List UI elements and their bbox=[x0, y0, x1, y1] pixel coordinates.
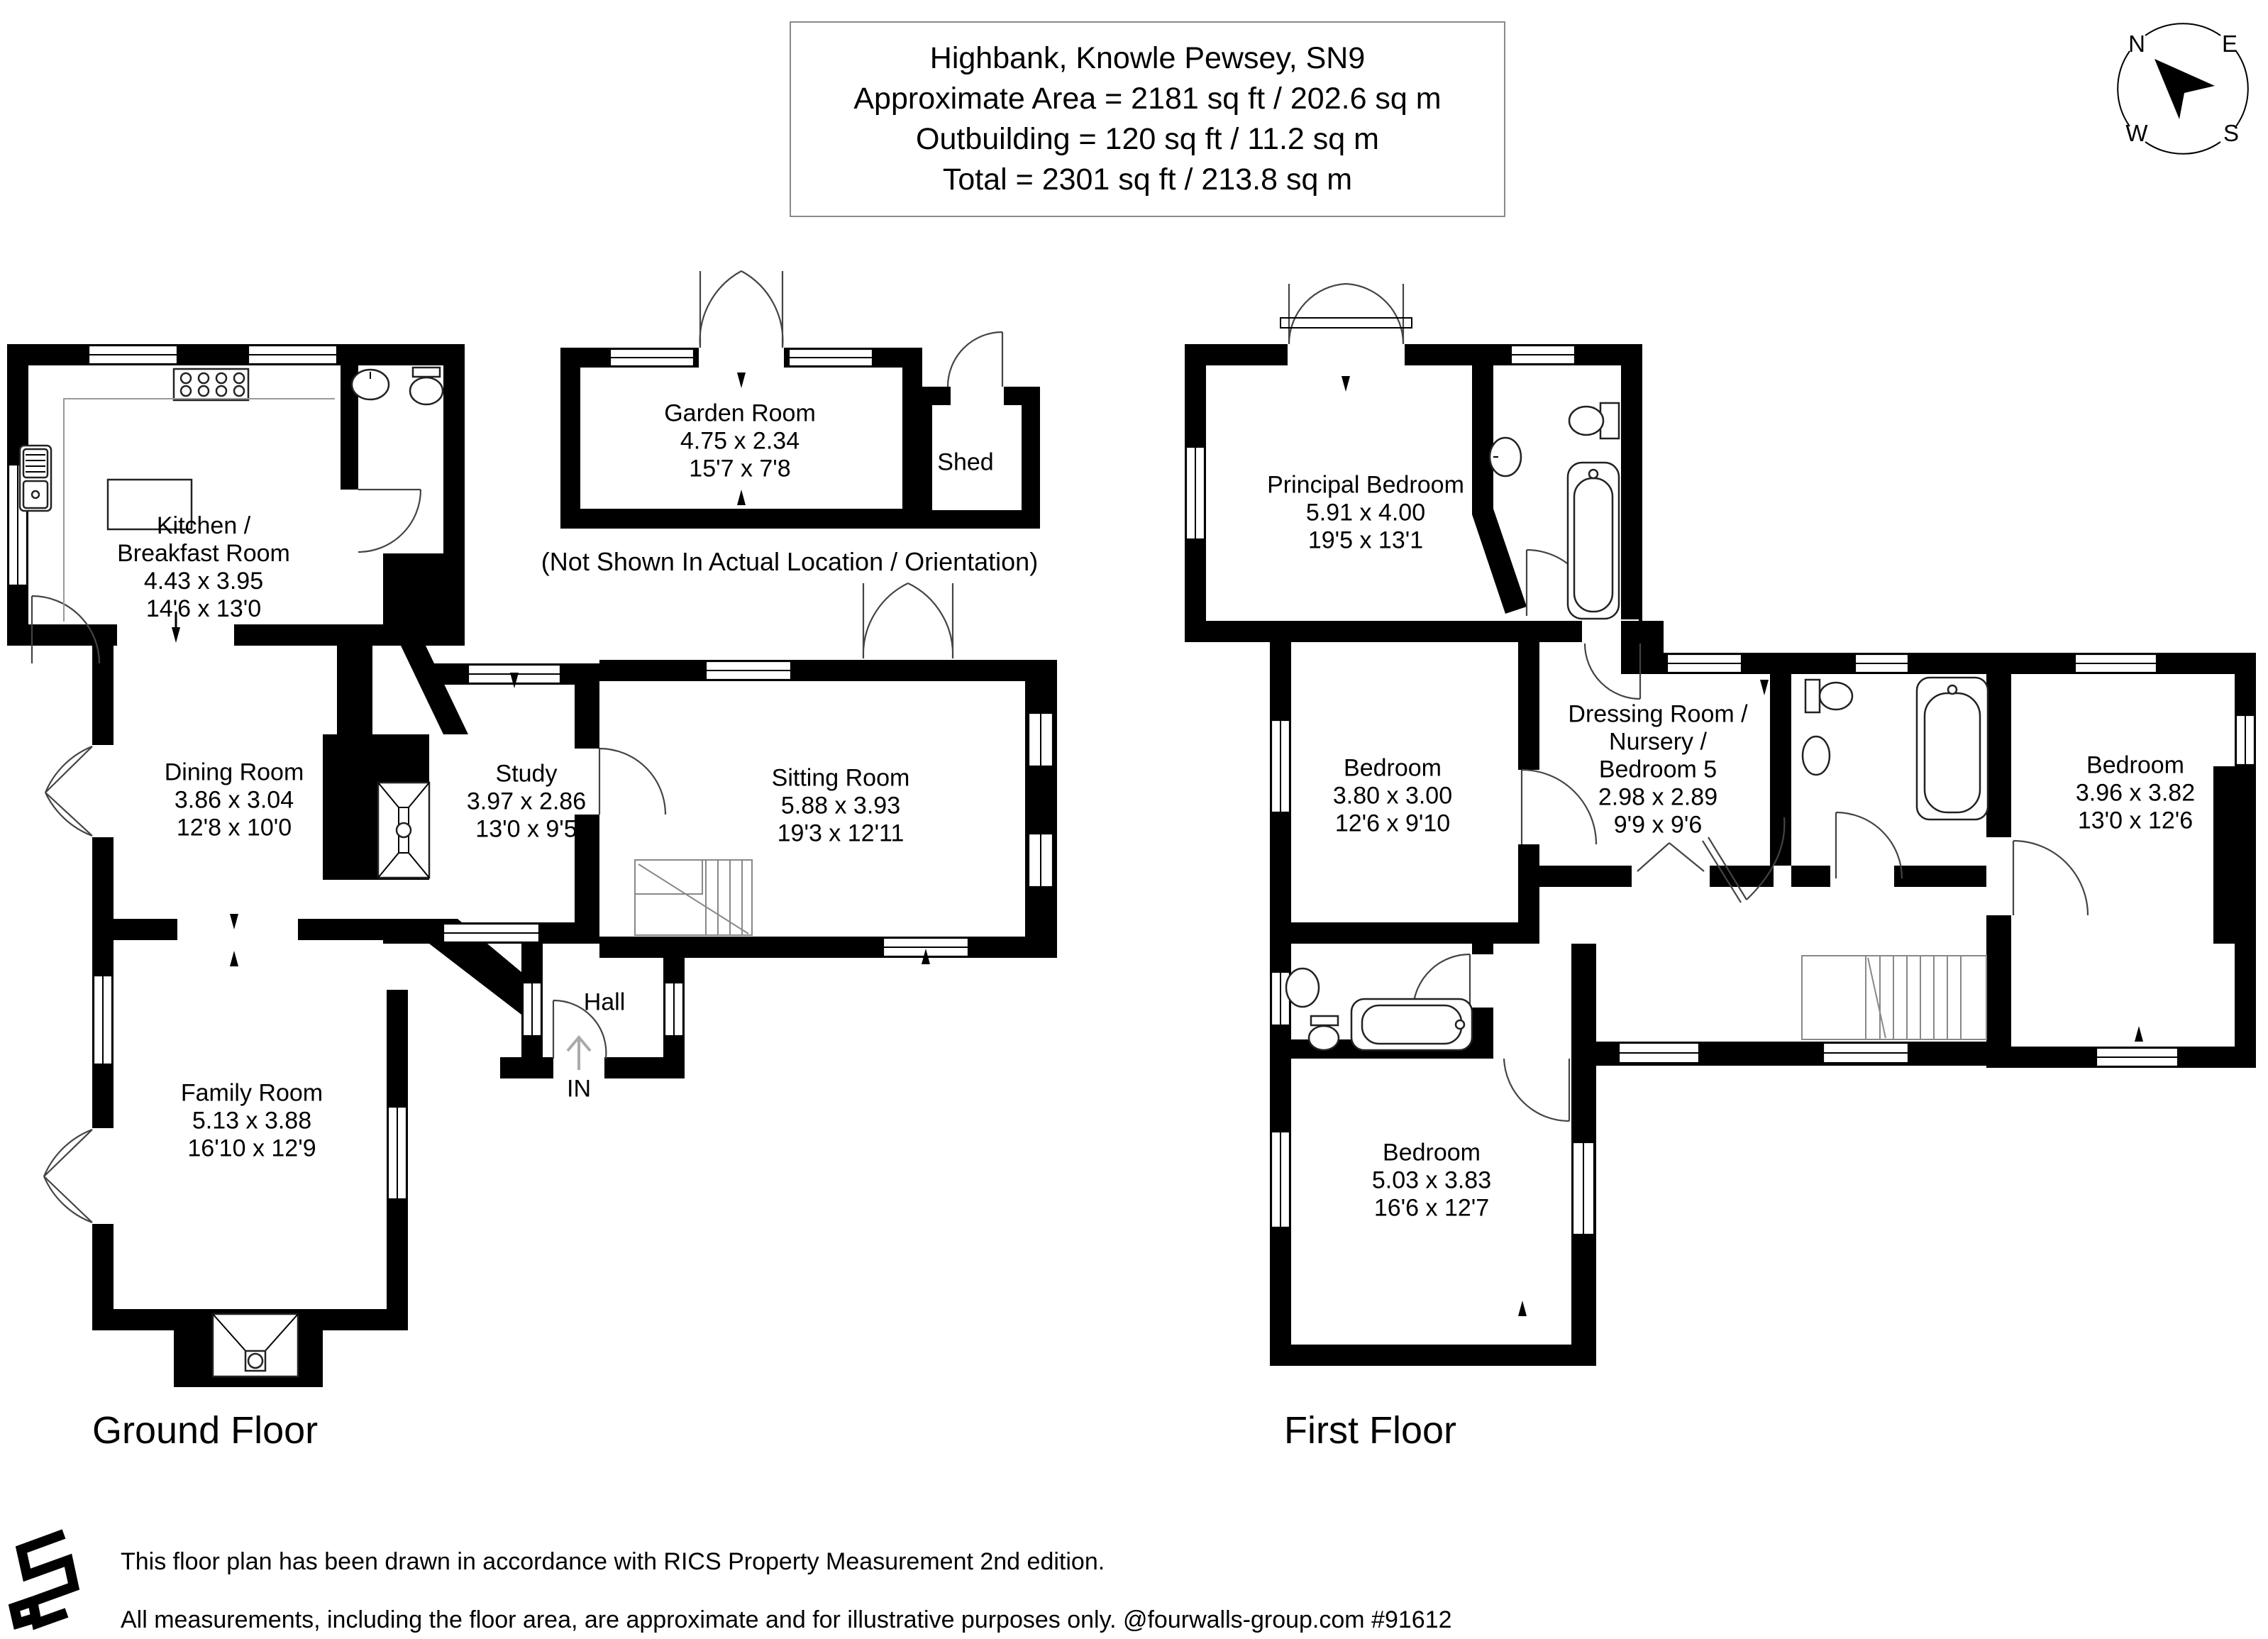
ground-floor-label: Ground Floor bbox=[92, 1409, 319, 1452]
room-label-kitchen: Kitchen / Breakfast Room 4.43 x 3.95 14'… bbox=[117, 512, 290, 622]
ground-floor-fixtures bbox=[18, 366, 753, 1378]
room-label-garden-room: Garden Room 4.75 x 2.34 15'7 x 7'8 bbox=[664, 399, 816, 482]
compass-letter-n: N bbox=[2128, 31, 2145, 57]
first-floor-doors bbox=[1280, 282, 2089, 1122]
first-floor-label: First Floor bbox=[1284, 1409, 1456, 1452]
first-floor-fixtures bbox=[1285, 402, 1989, 1052]
outbuilding-note: (Not Shown In Actual Location / Orientat… bbox=[541, 547, 1039, 576]
room-label-bedroom-4: Bedroom 5.03 x 3.83 16'6 x 12'7 bbox=[1371, 1139, 1492, 1222]
ground-floor-doors bbox=[31, 488, 954, 1224]
title-approx-area: Approximate Area = 2181 sq ft / 202.6 sq… bbox=[853, 82, 1442, 116]
compass-needle bbox=[2154, 59, 2215, 119]
compass-icon bbox=[2117, 23, 2249, 155]
room-label-family: Family Room 5.13 x 3.88 16'10 x 12'9 bbox=[180, 1079, 323, 1162]
ground-floor-walls bbox=[7, 344, 1057, 1387]
compass-letter-e: E bbox=[2221, 31, 2238, 57]
room-label-bedroom-2: Bedroom 3.80 x 3.00 12'6 x 9'10 bbox=[1332, 754, 1453, 837]
title-total-area: Total = 2301 sq ft / 213.8 sq m bbox=[942, 162, 1353, 197]
fourwalls-logo bbox=[8, 1529, 80, 1630]
room-label-sitting: Sitting Room 5.88 x 3.93 19'3 x 12'11 bbox=[771, 764, 910, 847]
room-label-bedroom-3: Bedroom 3.96 x 3.82 13'0 x 12'6 bbox=[2075, 751, 2196, 834]
compass-letter-s: S bbox=[2223, 120, 2240, 146]
entry-arrow-icon bbox=[566, 1034, 592, 1070]
room-label-principal-bedroom: Principal Bedroom 5.91 x 4.00 19'5 x 13'… bbox=[1267, 471, 1464, 554]
title-outbuilding-area: Outbuilding = 120 sq ft / 11.2 sq m bbox=[916, 122, 1379, 156]
title-address: Highbank, Knowle Pewsey, SN9 bbox=[929, 41, 1366, 75]
door-marker-arrows bbox=[172, 372, 2143, 1316]
garden-room-walls bbox=[560, 270, 1040, 529]
entry-in-label: IN bbox=[567, 1075, 591, 1103]
room-label-hall: Hall bbox=[583, 988, 626, 1016]
compass-letter-w: W bbox=[2125, 120, 2148, 146]
room-label-dressing-room: Dressing Room / Nursery / Bedroom 5 2.98… bbox=[1568, 700, 1748, 839]
ground-floor-windows bbox=[7, 344, 1054, 1201]
room-label-shed: Shed bbox=[937, 448, 994, 476]
footer-rics-note: This floor plan has been drawn in accord… bbox=[121, 1548, 1105, 1575]
room-label-study: Study 3.97 x 2.86 13'0 x 9'5 bbox=[466, 760, 587, 843]
title-box: Highbank, Knowle Pewsey, SN9 Approximate… bbox=[790, 21, 1505, 217]
footer-measurements-note: All measurements, including the floor ar… bbox=[121, 1606, 1452, 1633]
room-label-dining: Dining Room 3.86 x 3.04 12'8 x 10'0 bbox=[164, 758, 304, 841]
